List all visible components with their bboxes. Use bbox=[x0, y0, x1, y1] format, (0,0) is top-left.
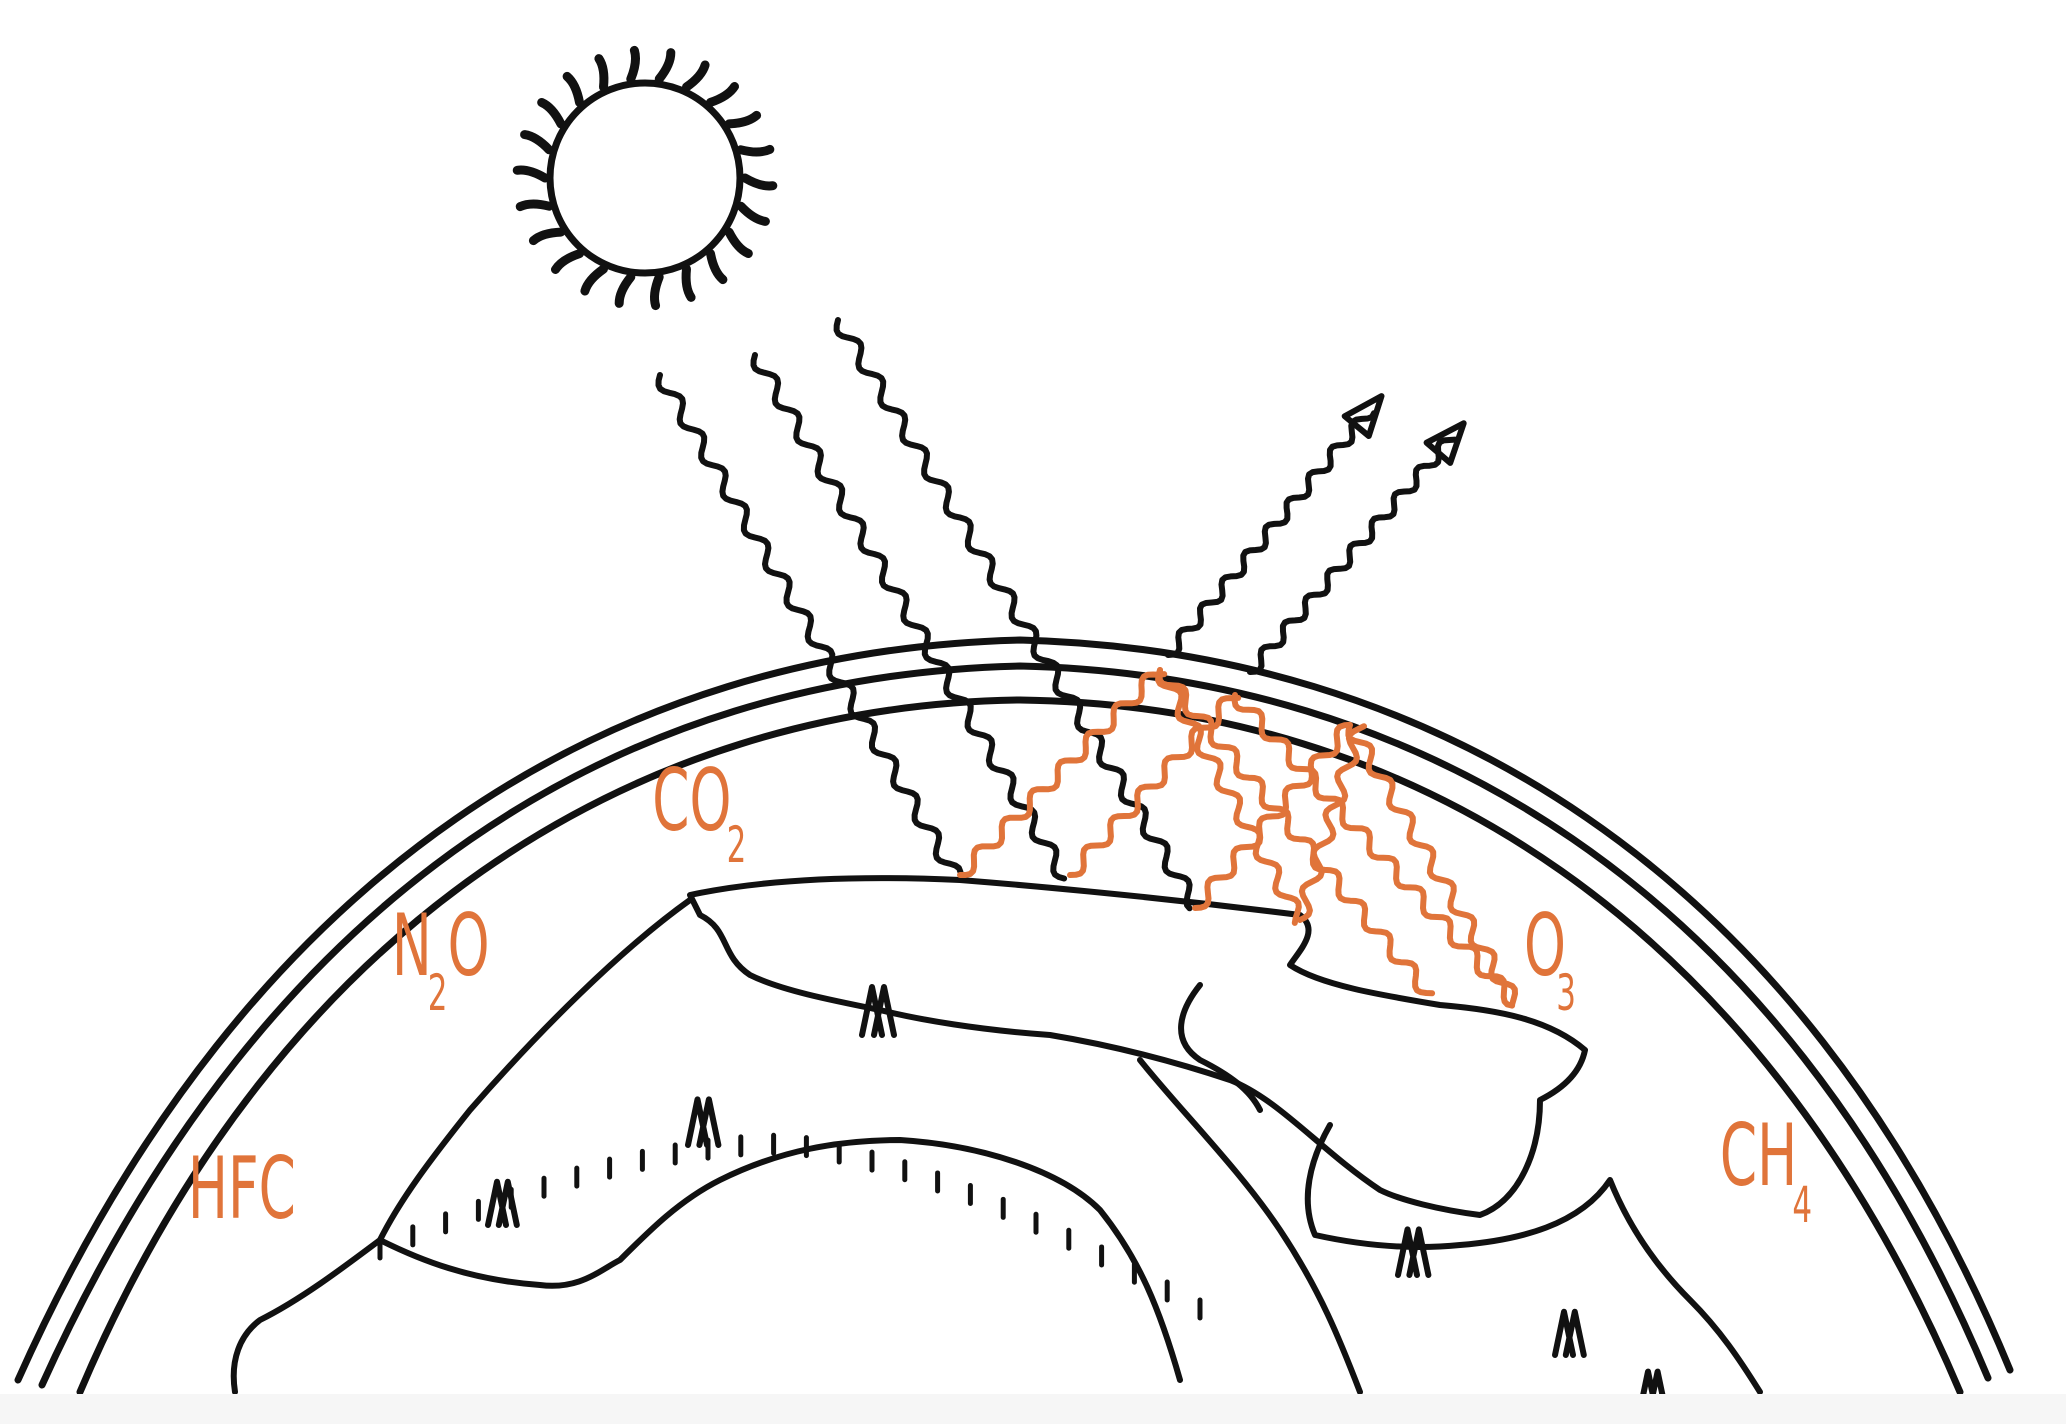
tree-shape bbox=[1552, 1308, 1587, 1358]
sun-ray bbox=[740, 173, 778, 191]
gas-label-n2o: N 2 O bbox=[392, 896, 490, 1022]
sun-ray bbox=[626, 45, 640, 84]
sun-ray bbox=[706, 82, 739, 107]
river-line bbox=[1137, 1057, 1363, 1395]
trapped-ray bbox=[1067, 694, 1242, 878]
sun-icon bbox=[512, 45, 778, 311]
atmosphere bbox=[14, 636, 2014, 1389]
tree-icon bbox=[485, 1178, 520, 1228]
tree-icon bbox=[685, 1096, 722, 1148]
tree-shape bbox=[485, 1178, 520, 1228]
arrow-icon bbox=[1341, 393, 1385, 439]
gas-label-co2: CO 2 bbox=[652, 751, 746, 874]
sun-ray bbox=[706, 249, 728, 285]
atmosphere-outer-line bbox=[14, 636, 2014, 1384]
incoming-ray bbox=[750, 352, 1068, 882]
sun-ray bbox=[528, 227, 566, 246]
trapped-ray bbox=[957, 671, 1168, 878]
sun-ray bbox=[594, 54, 609, 92]
trapped-ray bbox=[1297, 723, 1367, 923]
mountain-hatching bbox=[377, 1132, 1203, 1321]
coast-line bbox=[1178, 982, 1263, 1113]
sun-ray bbox=[736, 201, 770, 226]
sun-ray bbox=[682, 60, 710, 92]
sun-ray bbox=[654, 48, 676, 84]
sun-ray bbox=[537, 98, 566, 129]
sun-ray bbox=[520, 130, 554, 155]
sun-ray bbox=[614, 272, 636, 308]
tree-shape bbox=[685, 1096, 722, 1148]
outgoing-ray bbox=[1165, 410, 1377, 658]
gas-label-hfc: HFC bbox=[188, 1139, 296, 1239]
n2o-pre: N bbox=[392, 896, 432, 996]
co2-sub: 2 bbox=[727, 815, 747, 874]
outgoing-ray bbox=[1247, 436, 1458, 675]
trapped-ray bbox=[1155, 667, 1302, 926]
tree-shape bbox=[859, 984, 897, 1038]
earth-horizon bbox=[76, 696, 1964, 1396]
o3-main: O bbox=[1524, 896, 1566, 996]
sun-ray bbox=[724, 227, 753, 258]
outgoing-radiation bbox=[1165, 393, 1467, 675]
sun-ray bbox=[650, 272, 664, 311]
continent-east bbox=[1304, 1122, 1763, 1395]
sun-ray bbox=[736, 144, 775, 157]
trapped-ray bbox=[1231, 692, 1516, 1009]
gas-label-ch4: CH 4 bbox=[1720, 1106, 1812, 1234]
ch4-main: CH bbox=[1720, 1106, 1797, 1206]
tree-icon bbox=[1552, 1308, 1587, 1358]
n2o-post: O bbox=[448, 896, 490, 996]
bottom-band bbox=[0, 1394, 2066, 1424]
trapped-heat-radiation bbox=[957, 667, 1518, 1009]
hfc-main: HFC bbox=[188, 1139, 296, 1239]
tree-icon bbox=[859, 984, 897, 1038]
earth-icon bbox=[76, 696, 1964, 1413]
continent-north bbox=[687, 875, 1588, 1218]
tree-icon bbox=[1395, 1226, 1432, 1278]
sun-rays bbox=[512, 45, 778, 311]
continent-west bbox=[377, 897, 1183, 1383]
gas-label-o3: O 3 bbox=[1524, 896, 1576, 1022]
n2o-sub: 2 bbox=[428, 963, 448, 1022]
atmosphere-inner-line bbox=[38, 662, 1992, 1389]
sun-ray bbox=[512, 165, 550, 183]
sun-ray bbox=[551, 249, 584, 274]
tree-shape bbox=[1395, 1226, 1432, 1278]
trapped-ray bbox=[1345, 722, 1518, 1008]
sun-ray bbox=[562, 71, 584, 107]
arrow-icon bbox=[1423, 420, 1467, 466]
trees bbox=[485, 984, 1669, 1413]
sun-ray bbox=[724, 110, 762, 129]
co2-main: CO bbox=[652, 751, 731, 851]
incoming-ray bbox=[655, 372, 964, 875]
sun-disc bbox=[546, 79, 744, 277]
trapped-ray bbox=[1192, 721, 1353, 911]
sun-ray bbox=[515, 199, 554, 212]
ch4-sub: 4 bbox=[1792, 1175, 1812, 1234]
continent-southwest bbox=[230, 1237, 383, 1395]
o3-sub: 3 bbox=[1556, 963, 1576, 1022]
sun-ray bbox=[681, 264, 696, 302]
sun-ray bbox=[580, 264, 608, 296]
trapped-ray bbox=[1156, 667, 1436, 997]
